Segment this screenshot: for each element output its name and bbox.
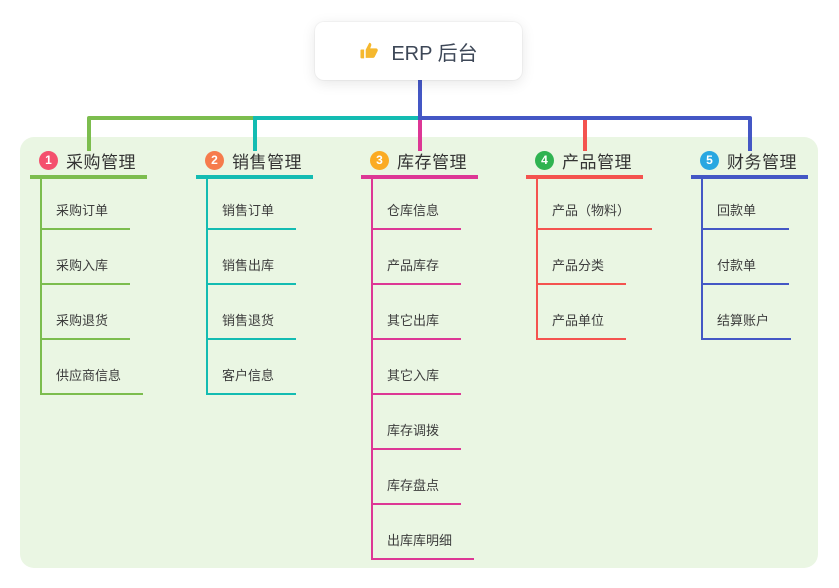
branch-badge-5: 5 [700,151,719,170]
child-node[interactable]: 产品（物料） [536,201,653,230]
branch-drop-line [747,120,752,151]
branch-node-1[interactable]: 1 采购管理 [30,146,147,179]
branch-node-2[interactable]: 2 销售管理 [196,146,313,179]
branch-drop-line [417,120,422,151]
child-node[interactable]: 采购退货 [40,311,131,340]
child-node[interactable]: 付款单 [701,256,789,285]
connector-segment-finance [417,116,752,120]
branch-badge-1: 1 [39,151,58,170]
child-node[interactable]: 结算账户 [701,311,792,340]
child-node[interactable]: 客户信息 [206,366,297,395]
branch-drop-line [582,120,587,151]
branch-node-label: 财务管理 [727,153,797,172]
connector-segment-purchase [86,116,253,120]
child-node[interactable]: 销售退货 [206,311,297,340]
root-node-erp[interactable]: ERP 后台 [315,22,522,80]
branch-node-label: 库存管理 [397,153,467,172]
child-node[interactable]: 产品分类 [536,256,627,285]
branch-node-label: 销售管理 [232,153,302,172]
child-node[interactable]: 供应商信息 [40,366,144,395]
child-node[interactable]: 产品单位 [536,311,627,340]
branches-panel [20,137,818,568]
branch-badge-2: 2 [205,151,224,170]
branch-badge-3: 3 [370,151,389,170]
child-node[interactable]: 库存盘点 [371,476,462,505]
branch-child-spine [536,179,538,340]
connector-segment-sales [252,116,418,120]
thumbs-up-icon [359,40,381,62]
child-node[interactable]: 库存调拨 [371,421,462,450]
branch-drop-line [86,120,91,151]
branch-child-spine [701,179,703,340]
branch-node-3[interactable]: 3 库存管理 [361,146,478,179]
branch-node-4[interactable]: 4 产品管理 [526,146,643,179]
branch-node-label: 产品管理 [562,153,632,172]
branch-node-label: 采购管理 [66,153,136,172]
child-node[interactable]: 销售出库 [206,256,297,285]
child-node[interactable]: 采购入库 [40,256,131,285]
child-node[interactable]: 其它入库 [371,366,462,395]
root-connector-line [417,80,422,120]
child-node[interactable]: 出库库明细 [371,531,475,560]
child-node[interactable]: 其它出库 [371,311,462,340]
child-node[interactable]: 采购订单 [40,201,131,230]
child-node[interactable]: 仓库信息 [371,201,462,230]
branch-badge-4: 4 [535,151,554,170]
child-node[interactable]: 销售订单 [206,201,297,230]
branch-child-spine [371,179,373,560]
child-node[interactable]: 回款单 [701,201,789,230]
branch-node-5[interactable]: 5 财务管理 [691,146,808,179]
branch-child-spine [40,179,42,395]
branch-child-spine [206,179,208,395]
child-node[interactable]: 产品库存 [371,256,462,285]
root-node-title: ERP 后台 [391,42,478,65]
branch-drop-line [252,120,257,151]
